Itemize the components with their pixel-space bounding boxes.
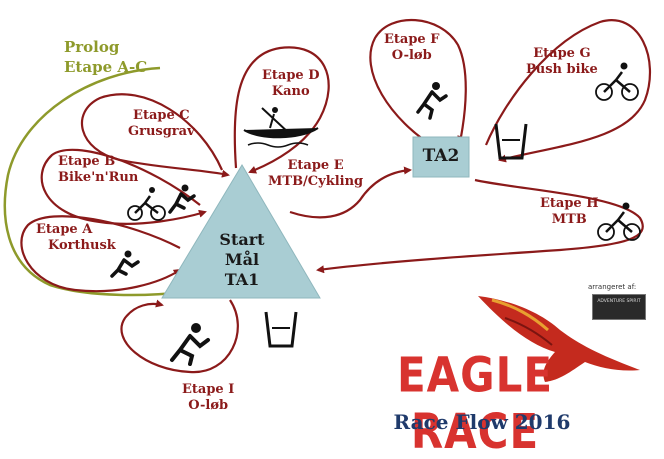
loop-etape-e [289, 166, 412, 219]
ta2-label: TA2 [422, 146, 460, 166]
loop-etape-f [369, 18, 467, 149]
loop-etape-a [20, 215, 182, 293]
canoe-icon [243, 107, 319, 148]
runner-icon [168, 184, 196, 214]
cyclist-icon [597, 202, 641, 241]
prolog-group-outline [3, 66, 186, 297]
runner-icon [170, 323, 210, 366]
loop-etape-b [40, 148, 207, 225]
eagle-icon [478, 296, 640, 382]
organizer-logo: ADVENTURE SPIRIT [592, 294, 646, 320]
loop-etape-c [81, 93, 230, 178]
water-cup-icon [264, 311, 298, 348]
cyclist-icon [127, 187, 166, 221]
runner-icon [110, 250, 140, 278]
ta1-label: Start Mål TA1 [219, 230, 265, 289]
loop-etape-d [233, 46, 330, 174]
ta1-node [161, 164, 321, 299]
prolog-label: Prolog [64, 38, 120, 56]
loop-etape-i [120, 299, 239, 374]
loop-etape-g [484, 19, 652, 163]
ta2-node [412, 136, 470, 178]
race-subtitle: Race Flow 2016 [393, 410, 571, 434]
runner-icon [416, 82, 448, 120]
organizer-label: arrangeret af: [588, 283, 637, 291]
race-title: EAGLE RACE [396, 346, 554, 459]
cyclist-icon [595, 62, 639, 101]
loop-etape-h [316, 178, 644, 274]
etape-ac-label: Etape A-C [64, 58, 148, 76]
water-cup-icon [494, 123, 528, 160]
